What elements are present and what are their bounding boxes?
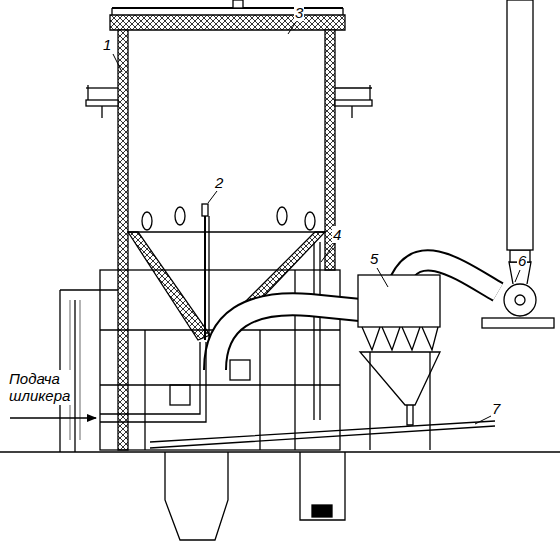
drain-pipe [150, 421, 495, 448]
callout-number: 5 [369, 250, 379, 267]
feed-pipe [100, 342, 206, 422]
feed-arrow [10, 417, 96, 418]
air-inlet [142, 207, 315, 230]
roof [110, 15, 345, 30]
pit [165, 452, 228, 540]
feed-label: Подача шликера [8, 370, 74, 405]
callout-number: 6 [517, 252, 527, 269]
pit [300, 452, 345, 520]
callout-number: 3 [294, 4, 304, 21]
nozzle-lance [202, 204, 209, 340]
leader-line [113, 22, 520, 424]
callout-number: 2 [214, 174, 224, 191]
roof-vent [233, 0, 243, 8]
vertical-pipe [314, 242, 320, 420]
callout-number: 7 [491, 400, 501, 417]
roof-edge [112, 7, 343, 9]
platform [86, 85, 372, 118]
callout-number: 4 [332, 226, 342, 243]
air-duct [215, 260, 498, 370]
ground-line [0, 451, 560, 452]
cyclone [358, 275, 440, 450]
tower-wall [118, 30, 128, 450]
chimney [507, 0, 533, 250]
fan [482, 0, 554, 328]
callout-number: 1 [102, 36, 112, 53]
drying-cone [128, 232, 210, 340]
pit-block [312, 505, 332, 517]
